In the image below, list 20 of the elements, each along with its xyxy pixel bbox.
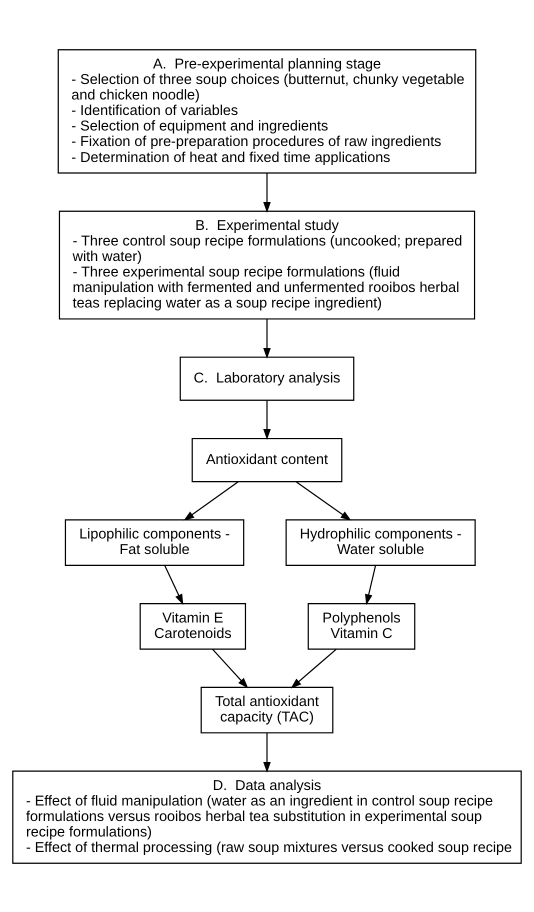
arrow: [263, 732, 271, 772]
node-box: B. Experimental study - Three control soup recipe formulations (uncooked; prepared with water) - Three experimental soup recipe formulations (fluid manipulation with fermented and unfermented rooibos herbal teas replacing water as a soup recipe ingredient): [58, 210, 476, 320]
arrow: [164, 564, 184, 604]
arrow: [184, 480, 238, 520]
arrow: [263, 400, 271, 440]
arrow: [263, 172, 271, 212]
arrow: [296, 480, 352, 520]
node-box: Vitamin E Carotenoids: [140, 602, 246, 650]
node-box: Lipophilic components - Fat soluble: [64, 518, 244, 566]
arrow: [365, 564, 376, 605]
arrow: [263, 318, 271, 358]
node-box: Total antioxidant capacity (TAC): [200, 686, 334, 733]
node-box: Polyphenols Vitamin C: [308, 602, 416, 650]
node-box: Antioxidant content: [192, 437, 342, 482]
node-box: A. Pre-experimental planning stage - Selection of three soup choices (butternut, chunky vegetable and chicken noodle) - Identification of variables - Selection of equipment and ingredients - Fixation of pre-preparation procedures of raw ingredients - Determination of heat and fixed time applications: [58, 48, 476, 174]
arrow: [290, 648, 337, 688]
arrow: [212, 648, 248, 688]
node-box: Hydrophilic components - Water soluble: [286, 518, 476, 566]
node-box: C. Laboratory analysis: [180, 356, 354, 400]
node-box: D. Data analysis - Effect of fluid manipulation (water as an ingredient in control soup recipe formulations versus rooibos herbal tea substitution in experimental soup recipe formulations) - Effect of thermal processing (raw soup mixtures versus cooked soup recipe: [12, 770, 522, 864]
